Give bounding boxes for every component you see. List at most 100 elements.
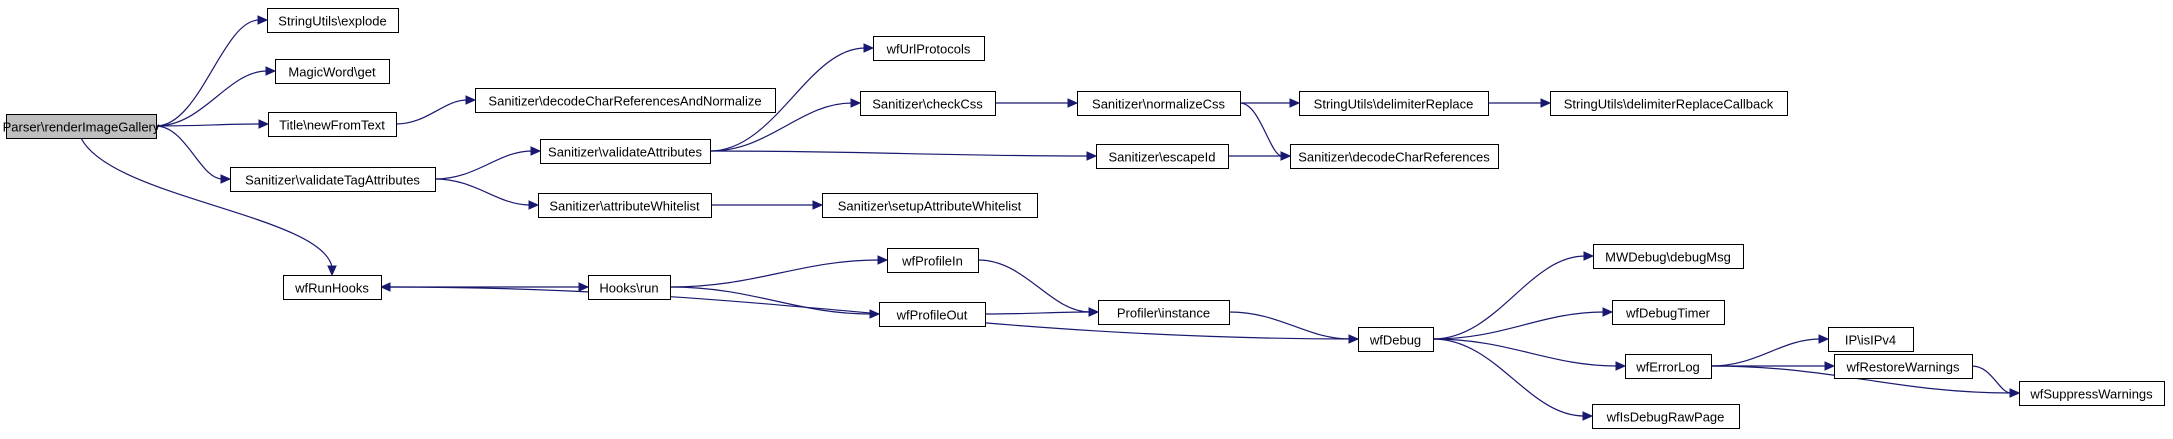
node-setupAttributeWhitelist[interactable]: Sanitizer\setupAttributeWhitelist [822, 193, 1038, 218]
edge-arrowhead [1602, 307, 1614, 317]
edge-line [155, 123, 261, 127]
edge-root-to-wfRunHooks [80, 137, 337, 277]
node-wfProfileOut[interactable]: wfProfileOut [879, 302, 986, 327]
node-normalizeCss[interactable]: Sanitizer\normalizeCss [1077, 91, 1241, 116]
edge-line [1710, 365, 2012, 394]
node-wfDebugTimer[interactable]: wfDebugTimer [1612, 300, 1725, 325]
node-label: Title\newFromText [279, 118, 385, 133]
edge-arrowhead [1583, 251, 1595, 261]
node-box [873, 36, 985, 61]
node-label: wfProfileIn [901, 254, 963, 269]
node-validateTagAttributes[interactable]: Sanitizer\validateTagAttributes [230, 167, 436, 192]
edge-hooksRun-to-wfProfileIn [669, 255, 889, 288]
edge-line [434, 150, 533, 180]
node-wfIsDebugRawPage[interactable]: wfIsDebugRawPage [1592, 404, 1740, 429]
edge-wfDebug-to-debugMsg [1432, 251, 1595, 340]
node-escapeId[interactable]: Sanitizer\escapeId [1096, 144, 1229, 169]
edge-arrowhead [1067, 98, 1079, 108]
edge-checkCss-to-normalizeCss [995, 98, 1079, 108]
node-box [268, 112, 397, 137]
node-box [475, 88, 776, 113]
edge-attributeWhitelist-to-setupAttributeWhitelist [711, 200, 824, 210]
edge-line [709, 102, 853, 152]
node-validateAttributes[interactable]: Sanitizer\validateAttributes [540, 139, 711, 164]
edge-line [1432, 255, 1586, 340]
node-box [1096, 144, 1229, 169]
node-wfUrlProtocols[interactable]: wfUrlProtocols [873, 36, 985, 61]
edge-validateTagAttributes-to-validateAttributes [434, 146, 542, 180]
edge-root-to-validateTagAttributes [155, 125, 232, 184]
edge-root-to-explode [155, 15, 269, 127]
edge-arrowhead [379, 282, 391, 292]
edge-arrowhead [258, 119, 270, 129]
node-decodeNormalize[interactable]: Sanitizer\decodeCharReferencesAndNormali… [475, 88, 776, 113]
node-label: Hooks\run [599, 281, 658, 296]
edge-root-to-mwget [155, 66, 277, 127]
node-label: wfDebugTimer [1625, 306, 1711, 321]
edge-root-to-newFromText [155, 119, 270, 129]
node-explode[interactable]: StringUtils\explode [267, 8, 399, 33]
edge-line [1432, 311, 1605, 340]
node-label: Parser\renderImageGallery [3, 120, 160, 135]
node-debugMsg[interactable]: MWDebug\debugMsg [1593, 244, 1744, 269]
node-isIPv4[interactable]: IP\isIPv4 [1828, 327, 1914, 352]
node-label: MWDebug\debugMsg [1605, 250, 1731, 265]
node-label: Sanitizer\decodeCharReferencesAndNormali… [488, 94, 761, 109]
node-wfRunHooks[interactable]: wfRunHooks [283, 275, 382, 300]
node-box [283, 275, 382, 300]
node-decodeCharReferences[interactable]: Sanitizer\decodeCharReferences [1290, 144, 1499, 169]
node-checkCss[interactable]: Sanitizer\checkCss [860, 91, 996, 116]
node-box [1290, 144, 1499, 169]
node-label: wfUrlProtocols [886, 42, 971, 57]
edge-wfProfileOut-to-profilerInstance [984, 307, 1100, 317]
edge-validateAttributes-to-wfUrlProtocols [709, 43, 875, 152]
node-label: wfRunHooks [294, 281, 369, 296]
edge-line [709, 47, 866, 152]
node-hooksRun[interactable]: Hooks\run [588, 275, 671, 300]
node-label: MagicWord\get [288, 65, 376, 80]
node-box [1612, 300, 1725, 325]
edge-arrowhead [528, 200, 540, 210]
edge-arrowhead [220, 174, 232, 184]
edge-line [155, 70, 268, 127]
node-box [1592, 404, 1740, 429]
node-wfDebug[interactable]: wfDebug [1358, 327, 1434, 352]
node-label: IP\isIPv4 [1845, 333, 1896, 348]
node-label: wfErrorLog [1635, 360, 1700, 375]
node-root[interactable]: Parser\renderImageGallery [3, 114, 160, 139]
node-box [1828, 327, 1914, 352]
edge-arrowhead [265, 66, 277, 76]
node-delimiterReplaceCallback[interactable]: StringUtils\delimiterReplaceCallback [1550, 91, 1788, 116]
edge-arrowhead [1289, 98, 1301, 108]
node-delimiterReplace[interactable]: StringUtils\delimiterReplace [1299, 91, 1489, 116]
edge-arrowhead [327, 265, 337, 277]
edge-line [80, 137, 333, 268]
edge-wfDebug-to-wfErrorLog [1432, 338, 1627, 371]
node-profilerInstance[interactable]: Profiler\instance [1098, 300, 1230, 325]
node-attributeWhitelist[interactable]: Sanitizer\attributeWhitelist [538, 193, 712, 218]
edge-line [1432, 338, 1585, 417]
node-box [1625, 354, 1712, 379]
edge-arrowhead [1280, 151, 1292, 161]
edge-normalizeCss-to-delimiterReplace [1240, 98, 1301, 108]
node-newFromText[interactable]: Title\newFromText [268, 112, 397, 137]
edge-escapeId-to-decodeCharReferences [1227, 151, 1292, 161]
node-label: StringUtils\explode [278, 14, 386, 29]
node-box [267, 8, 399, 33]
edge-validateTagAttributes-to-attributeWhitelist [434, 178, 540, 210]
node-wfErrorLog[interactable]: wfErrorLog [1625, 354, 1712, 379]
edge-arrowhead [869, 309, 881, 319]
edge-arrowhead [2009, 388, 2021, 398]
node-box [1299, 91, 1489, 116]
node-label: wfProfileOut [896, 308, 968, 323]
edge-arrowhead [257, 15, 269, 25]
edge-line [1239, 102, 1283, 157]
node-label: Sanitizer\setupAttributeWhitelist [838, 199, 1022, 214]
node-wfProfileIn[interactable]: wfProfileIn [887, 248, 979, 273]
node-mwget[interactable]: MagicWord\get [275, 59, 390, 84]
node-wfSuppressWarnings[interactable]: wfSuppressWarnings [2019, 381, 2165, 406]
node-label: StringUtils\delimiterReplaceCallback [1564, 97, 1774, 112]
node-label: wfDebug [1369, 333, 1421, 348]
node-wfRestoreWarnings[interactable]: wfRestoreWarnings [1834, 354, 1973, 379]
edge-hooksRun-to-wfProfileOut [669, 286, 881, 319]
